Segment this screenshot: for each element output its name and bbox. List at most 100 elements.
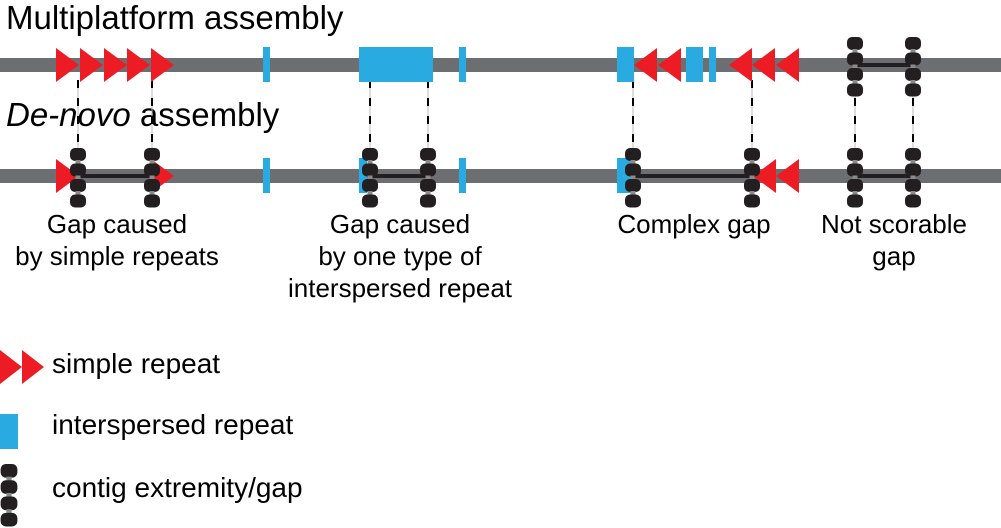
interspersed-repeat-icon [359, 158, 367, 193]
contig-joint [910, 160, 916, 165]
contig-joint [630, 191, 636, 196]
contig-segment [420, 148, 436, 161]
gap-span-line [78, 174, 152, 178]
legend-label-interspersed-repeat: interspersed repeat [52, 409, 294, 440]
contig-joint [75, 175, 81, 180]
simple-repeat-icon [729, 48, 752, 82]
denovo-rest-text: assembly [130, 96, 280, 133]
simple-repeat-icon [127, 48, 150, 82]
contig-segment [744, 179, 760, 192]
interspersed-repeat-icon [263, 47, 270, 82]
simple-repeat-icon [104, 48, 127, 82]
contig-joint [852, 64, 858, 69]
contig-segment [625, 179, 641, 192]
contig-segment [362, 179, 378, 192]
contig-segment [905, 83, 921, 97]
contig-joint [6, 509, 12, 514]
simple-repeat-icon [22, 350, 44, 384]
contig-joint [367, 175, 373, 180]
contig-segment [847, 163, 863, 177]
contig-segment [0, 480, 18, 494]
caption-line: Gap caused [329, 209, 471, 239]
contig-extremity-icon [0, 464, 18, 527]
contig-segment [362, 194, 378, 208]
contig-joint [852, 175, 858, 180]
contig-joint [910, 49, 916, 54]
denovo-italic-text: De-novo [6, 96, 131, 133]
contig-joint [367, 160, 373, 165]
contig-segment [847, 148, 863, 161]
simple-repeat-icon [753, 159, 776, 193]
caption-interspersed-repeat: Gap caused by one type of interspersed r… [288, 208, 512, 304]
contig-extremity-icon [144, 148, 160, 208]
contig-extremity-icon [905, 148, 921, 208]
legend-label-simple-repeat: simple repeat [52, 348, 221, 379]
contig-joint [852, 191, 858, 196]
contig-segment [625, 163, 641, 177]
caption-simple-repeats: Gap caused by simple repeats [15, 208, 219, 272]
contig-segment [905, 179, 921, 192]
contig-segment [144, 163, 160, 177]
interspersed-repeat-icon [459, 47, 466, 82]
contig-joint [852, 49, 858, 54]
contig-extremity-icon [847, 37, 863, 97]
contig-segment [70, 148, 86, 161]
interspersed-repeat-icon [459, 158, 466, 193]
simple-repeat-icon [634, 48, 657, 82]
caption-line: by one type of [318, 241, 482, 271]
contig-joint [852, 160, 858, 165]
contig-segment [905, 148, 921, 161]
contig-segment [625, 194, 641, 208]
gap-span-line [855, 63, 913, 67]
simple-repeat-icon [752, 48, 775, 82]
contig-joint [910, 80, 916, 85]
caption-line: interspersed repeat [287, 273, 513, 303]
contig-joint [630, 175, 636, 180]
contig-segment [744, 194, 760, 208]
contig-segment [0, 464, 18, 478]
simple-repeat-icon [776, 159, 799, 193]
contig-segment [70, 163, 86, 177]
caption-line: gap [872, 241, 916, 271]
denovo-assembly-title: De-novo assembly [6, 98, 279, 131]
contig-segment [0, 496, 18, 511]
multiplatform-assembly-title: Multiplatform assembly [6, 0, 344, 36]
contig-joint [749, 191, 755, 196]
contig-segment [905, 52, 921, 66]
simple-repeat-icon [658, 48, 681, 82]
contig-joint [425, 191, 431, 196]
contig-segment [847, 179, 863, 192]
contig-segment [0, 512, 18, 527]
interspersed-repeat-icon [263, 158, 270, 193]
contig-segment [362, 148, 378, 161]
contig-segment [362, 163, 378, 177]
caption-not-scorable: Not scorable gap [821, 208, 967, 272]
interspersed-repeat-icon [0, 414, 18, 449]
caption-line: Complex gap [617, 209, 771, 239]
caption-line: by simple repeats [15, 241, 219, 271]
interspersed-repeat-icon [359, 47, 433, 82]
contig-segment [744, 163, 760, 177]
simple-repeat-icon [56, 48, 79, 82]
contig-extremity-icon [744, 148, 760, 208]
contig-joint [852, 80, 858, 85]
contig-joint [910, 175, 916, 180]
contig-segment [847, 52, 863, 66]
contig-segment [420, 163, 436, 177]
contig-segment [70, 194, 86, 208]
contig-joint [425, 160, 431, 165]
legend-label-contig-gap: contig extremity/gap [52, 472, 303, 503]
contig-segment [847, 83, 863, 97]
gap-span-line [855, 174, 913, 178]
simple-repeat-icon [56, 159, 79, 193]
contig-segment [905, 37, 921, 50]
gap-span-line [633, 174, 752, 178]
contig-joint [910, 191, 916, 196]
contig-segment [905, 163, 921, 177]
contig-segment [905, 68, 921, 81]
simple-repeat-icon [80, 48, 103, 82]
interspersed-repeat-icon [709, 47, 716, 82]
contig-segment [847, 68, 863, 81]
contig-extremity-icon [847, 148, 863, 208]
